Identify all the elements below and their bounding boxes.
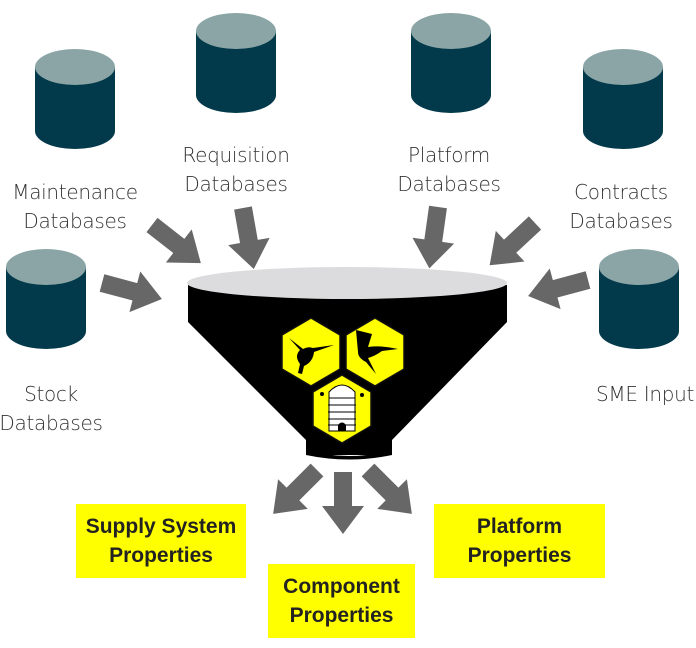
source-label-line2: Databases bbox=[569, 209, 673, 233]
source-label-sme: SME Input bbox=[572, 380, 696, 409]
output-label-line1: Supply System bbox=[85, 515, 237, 538]
output-label-line1: Component bbox=[283, 575, 400, 598]
arrow-from-sme bbox=[522, 259, 594, 317]
arrow-from-requisition bbox=[222, 204, 275, 273]
beehive-icon bbox=[320, 384, 364, 432]
output-box-supply-system: Supply System Properties bbox=[76, 504, 246, 578]
output-label-line1: Platform bbox=[476, 515, 563, 538]
source-label-maintenance: Maintenance Databases bbox=[2, 178, 148, 236]
arrow-to-platform bbox=[353, 455, 427, 529]
source-label-line1: Requisition bbox=[182, 143, 290, 167]
source-label-line2: Databases bbox=[184, 172, 288, 196]
database-icon-stock bbox=[6, 249, 86, 349]
swordfish-icon bbox=[356, 330, 398, 374]
output-label-line2: Properties bbox=[109, 544, 213, 567]
database-icon-maintenance bbox=[35, 49, 115, 149]
source-label-line2: Databases bbox=[0, 411, 103, 435]
output-label-line2: Properties bbox=[467, 544, 572, 567]
database-icon-contracts bbox=[583, 49, 663, 149]
arrow-from-platform bbox=[408, 204, 459, 272]
source-label-line1: Stock bbox=[24, 382, 78, 406]
source-label-contracts: Contracts Databases bbox=[548, 178, 694, 236]
source-label-line1: SME Input bbox=[595, 382, 695, 406]
beehive-hexagon bbox=[312, 374, 372, 444]
database-icon-sme bbox=[599, 249, 679, 349]
database-icon-requisition bbox=[196, 13, 276, 113]
source-label-line1: Platform bbox=[408, 143, 490, 167]
arrow-from-contracts bbox=[475, 207, 550, 281]
arrow-from-stock bbox=[96, 262, 168, 320]
output-box-platform: Platform Properties bbox=[434, 504, 605, 578]
output-box-component: Component Properties bbox=[268, 564, 415, 638]
source-label-platform: Platform Databases bbox=[376, 141, 522, 199]
source-label-line2: Databases bbox=[23, 209, 127, 233]
arrow-to-component bbox=[322, 472, 364, 534]
arrow-to-supply-system bbox=[258, 455, 332, 529]
output-label-line2: Properties bbox=[289, 604, 394, 627]
arrow-from-maintenance bbox=[139, 208, 214, 280]
hummingbird-hexagon bbox=[281, 317, 341, 387]
swordfish-hexagon bbox=[345, 317, 405, 387]
source-label-line2: Databases bbox=[397, 172, 501, 196]
source-label-requisition: Requisition Databases bbox=[163, 141, 309, 199]
hummingbird-icon bbox=[289, 338, 334, 374]
source-label-line1: Contracts bbox=[574, 180, 668, 204]
source-label-line1: Maintenance bbox=[12, 180, 138, 204]
source-label-stock: Stock Databases bbox=[0, 380, 124, 438]
database-icon-platform bbox=[411, 13, 491, 113]
